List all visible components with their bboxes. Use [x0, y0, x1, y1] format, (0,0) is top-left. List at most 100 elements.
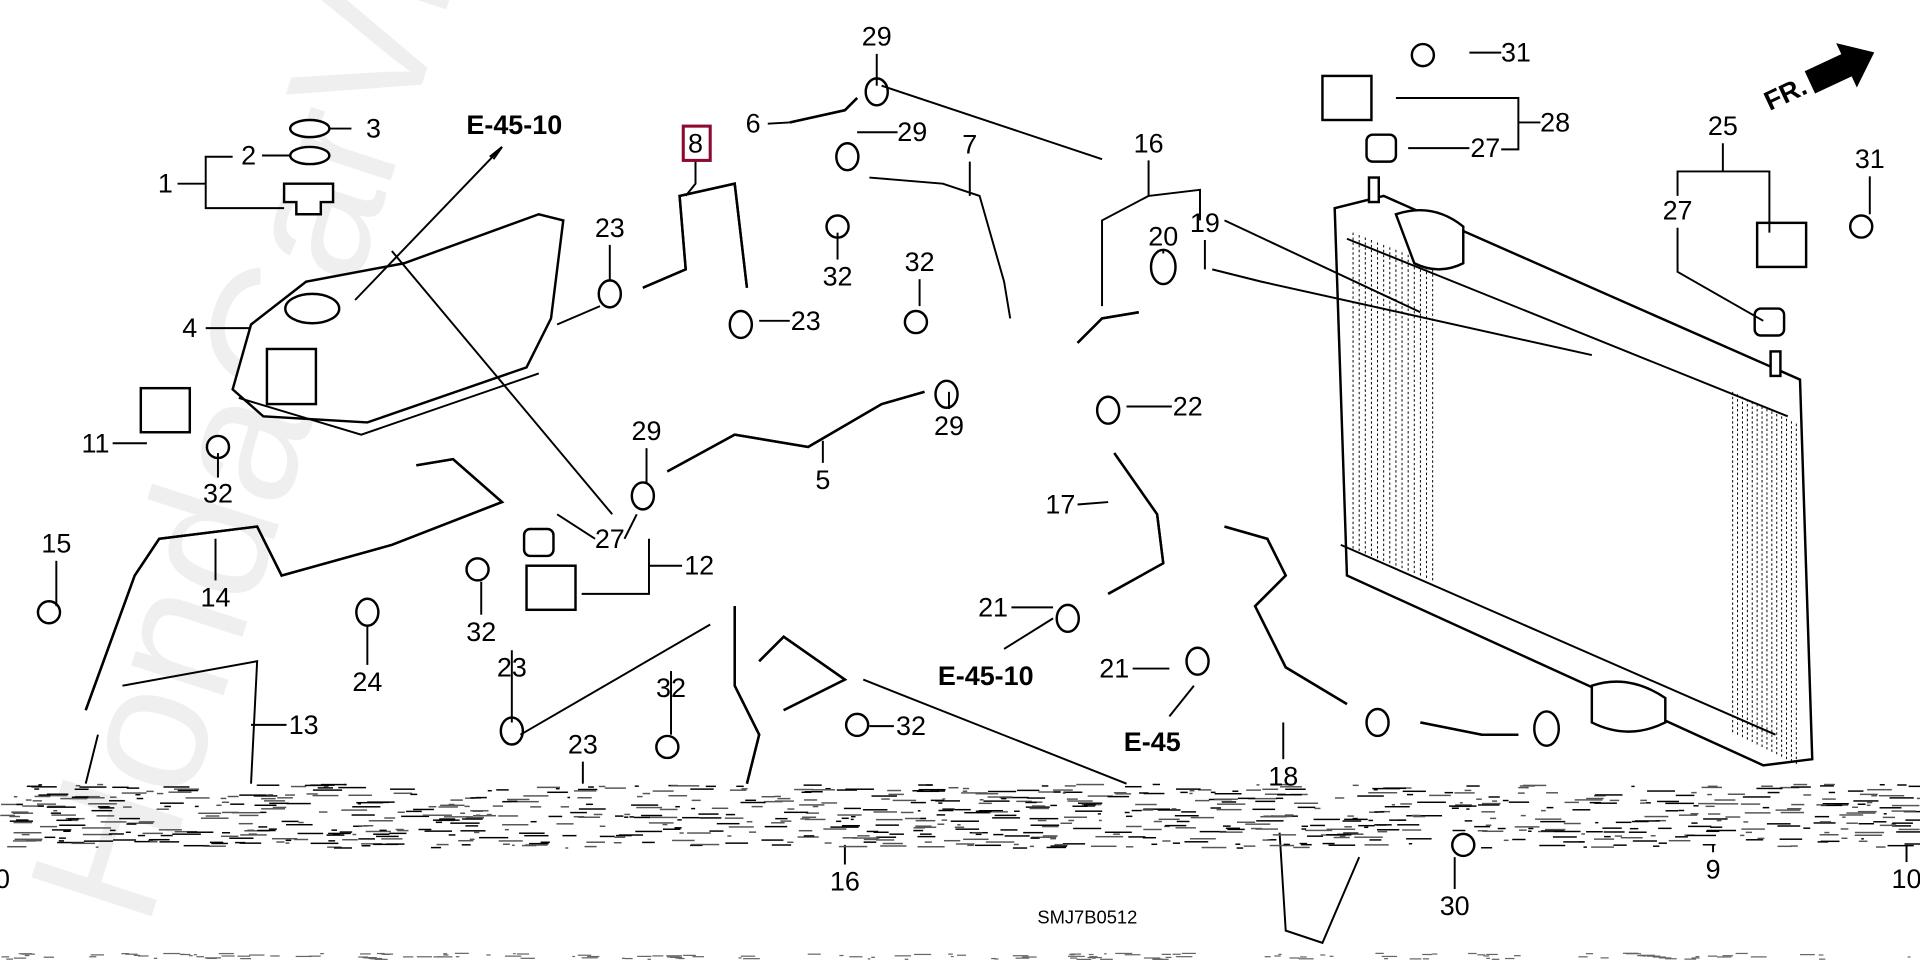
noise-dash	[1342, 820, 1362, 822]
noise-dash	[1023, 831, 1044, 834]
noise-dash	[1, 956, 10, 958]
noise-dash	[1422, 953, 1433, 956]
noise-dash	[46, 806, 76, 808]
noise-dash	[1735, 952, 1748, 955]
reference-link[interactable]: E-45	[1124, 727, 1181, 757]
noise-dash	[1406, 838, 1432, 840]
noise-dash	[1115, 952, 1133, 955]
noise-dash	[529, 842, 549, 845]
leader-line	[1395, 96, 1541, 151]
lower-radiator-outlet	[1590, 680, 1667, 733]
noise-dash	[1142, 809, 1154, 811]
noise-dash	[811, 789, 835, 791]
noise-dash	[1883, 813, 1887, 815]
noise-dash	[1326, 828, 1356, 831]
noise-dash	[174, 830, 198, 833]
callout-29: 29	[897, 117, 927, 147]
bracket-icon	[139, 386, 192, 434]
noise-dash	[1839, 814, 1864, 816]
noise-dash	[177, 789, 199, 792]
noise-dash	[464, 805, 470, 808]
seal-3	[288, 118, 331, 139]
noise-dash	[1790, 845, 1798, 847]
noise-dash	[397, 829, 409, 832]
noise-dash	[1095, 835, 1124, 838]
noise-dash	[1478, 804, 1500, 806]
noise-dash	[1232, 790, 1239, 792]
noise-dash	[1235, 843, 1241, 845]
noise-dash	[34, 795, 51, 798]
highlight-box	[681, 124, 712, 162]
noise-dash	[261, 797, 276, 800]
noise-dash	[1514, 826, 1540, 828]
noise-dash	[565, 847, 569, 849]
noise-dash	[1657, 800, 1679, 803]
noise-dash	[1089, 956, 1098, 958]
noise-dash	[1368, 791, 1398, 794]
noise-dash	[978, 802, 992, 805]
noise-dash	[652, 790, 674, 792]
noise-dash	[180, 953, 191, 956]
noise-dash	[1690, 813, 1699, 815]
noise-dash	[1115, 793, 1132, 795]
noise-dash	[439, 818, 456, 820]
noise-dash	[460, 812, 466, 814]
noise-dash	[1252, 808, 1276, 811]
noise-dash	[1822, 803, 1849, 805]
noise-dash	[954, 808, 971, 811]
noise-dash	[647, 958, 651, 960]
noise-dash	[1634, 820, 1660, 822]
noise-dash	[1172, 842, 1181, 844]
noise-dash	[221, 801, 230, 804]
noise-dash	[39, 825, 58, 828]
noise-dash	[108, 833, 124, 835]
callout-24: 24	[352, 667, 382, 697]
noise-dash	[613, 841, 622, 844]
reference-link[interactable]: E-45-10	[938, 661, 1034, 691]
noise-dash	[393, 792, 413, 795]
noise-dash	[1519, 829, 1527, 831]
noise-dash	[433, 956, 444, 958]
noise-dash	[1891, 823, 1897, 825]
noise-dash	[1062, 792, 1066, 794]
noise-dash	[573, 815, 585, 818]
noise-dash	[235, 841, 246, 844]
leader-line	[556, 513, 638, 540]
noise-dash	[634, 785, 639, 787]
noise-dash	[1819, 834, 1839, 836]
noise-dash	[1775, 809, 1801, 811]
noise-dash	[328, 840, 336, 842]
noise-dash	[536, 786, 560, 789]
reference-link[interactable]: E-45-10	[466, 110, 562, 140]
noise-dash	[368, 820, 393, 822]
noise-dash	[339, 831, 353, 833]
noise-dash	[200, 817, 229, 819]
noise-dash	[1892, 825, 1912, 827]
noise-dash	[1655, 819, 1666, 822]
noise-dash	[109, 800, 125, 802]
noise-dash	[438, 806, 458, 808]
noise-dash	[435, 821, 443, 824]
noise-dash	[1780, 786, 1800, 789]
noise-dash	[1477, 830, 1488, 832]
noise-dash	[1546, 792, 1559, 794]
noise-dash	[1225, 827, 1241, 830]
noise-dash	[618, 834, 644, 836]
noise-dash	[1124, 811, 1130, 814]
noise-dash	[148, 839, 153, 842]
noise-dash	[460, 830, 486, 832]
noise-dash	[1041, 825, 1059, 828]
noise-dash	[1255, 800, 1276, 803]
noise-dash	[21, 953, 35, 955]
noise-dash	[209, 841, 224, 844]
noise-dash	[1301, 825, 1309, 828]
noise-dash	[917, 835, 936, 838]
noise-dash	[801, 791, 812, 794]
noise-dash	[992, 817, 1021, 819]
noise-dash	[1016, 800, 1032, 803]
noise-dash	[36, 803, 57, 805]
noise-dash	[1708, 813, 1721, 815]
noise-dash	[1891, 810, 1916, 812]
noise-dash	[148, 838, 170, 841]
noise-dash	[598, 785, 606, 788]
